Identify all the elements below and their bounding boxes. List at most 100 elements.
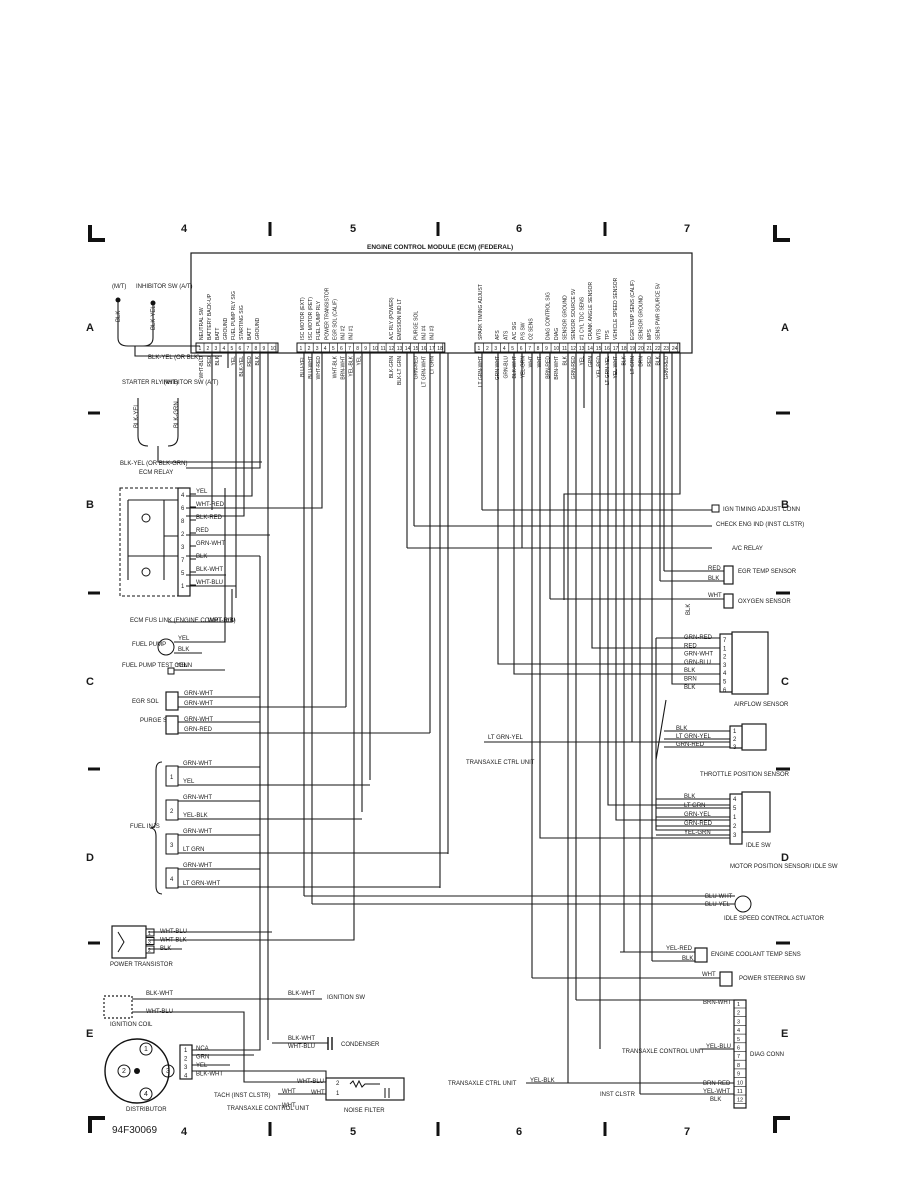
purge-w2: GRN-RED [184,727,213,733]
diag-pin: 5 [737,1037,740,1043]
condenser-icon [327,1037,333,1050]
injector-wire-2: LT GRN-WHT [183,881,220,887]
ecm-pin: 17 [429,346,435,352]
ecm-pin: 17 [613,346,619,352]
mps-pin: 5 [733,806,737,812]
pt-pin: 1 [148,931,151,937]
ecm-wire-label: BLK-WHT [512,356,518,379]
ecm-pin: 5 [511,346,514,352]
ecm-pin: 14 [587,346,593,352]
ecm-pin: 13 [397,346,403,352]
ecm-wire-label: YEL [357,356,363,366]
ecm-pin: 7 [247,346,250,352]
purge-w1: GRN-WHT [184,717,213,723]
isc-w1: BLU-WHT [705,894,733,900]
figure-id: 94F30069 [112,1125,157,1136]
grid-col-6: 6 [516,223,522,235]
ect-w2: BLK [682,956,693,962]
ecm-pin: 4 [223,346,226,352]
ect-label: ENGINE COOLANT TEMP SENS [711,952,801,958]
dist-num: 2 [122,1068,126,1075]
ecm-pin-label: A/C RLY (POWER) [389,297,395,340]
grid-col-4: 4 [181,223,188,235]
ecm-pin: 19 [630,346,636,352]
mps-label: MOTOR POSITION SENSOR/ IDLE SW [730,864,838,870]
fuel-injs-label: FUEL INJS [130,824,160,830]
ecm-pin: 9 [263,346,266,352]
grid-col-7-bottom: 7 [684,1126,690,1138]
ecm-pin-label: #1 CYL TDC SENS [579,296,585,340]
ecm-pin: 5 [231,346,234,352]
diag-w2: BRN-RED [703,1081,731,1087]
grid-row-e-left: E [86,1028,93,1040]
fus-link-label: ECM FUS LINK (ENGINE COMPT R/B) [130,618,236,624]
ecm-pin-label: ISC MOTOR (EXT) [300,297,306,340]
dist-pin: 1 [184,1048,188,1054]
corner-marks [88,225,790,1133]
pt-label: POWER TRANSISTOR [110,962,173,968]
tps-label: THROTTLE POSITION SENSOR [700,772,790,778]
fp-test-conn-icon [167,667,175,675]
ect-w1: YEL-RED [666,946,693,952]
ecm-pin: 14 [405,346,411,352]
ecm-wire-label: BRN-WHT [341,356,347,380]
ecm-pin: 8 [255,346,258,352]
ecm-wire-label: BLU-YEL [300,356,306,377]
ecm-pin-label: STARTING SIG [239,305,245,340]
isc-actuator-icon [734,895,752,913]
coil-w1: BLK-WHT [146,991,173,997]
relay-wire-label: WHT-BLU [196,580,223,586]
diag-tcu2-wire: YEL-BLK [530,1078,555,1084]
o2-w1: WHT [708,593,722,599]
ecm-pin: 15 [413,346,419,352]
injector-wire-1: GRN-WHT [183,829,212,835]
ecm-pin-label: SENS PWR SOURCE 5V [655,282,661,340]
ecm-pin: 20 [638,346,644,352]
ecm-pin: 8 [356,346,359,352]
relay-pin: 2 [181,532,185,538]
noise-w2: WHT [311,1090,325,1096]
ecm-pin: 5 [332,346,335,352]
ecm-wire-label: BLK [622,355,628,365]
ecm-pin-label: WTS [596,328,602,340]
diag-pin: 10 [737,1080,743,1086]
ecm-pin-label: GROUND [223,317,229,340]
mps-box [741,791,771,833]
ecm-wire-label: WHT-BLU [199,356,205,379]
ign-timing-label: IGN TIMING ADJUST CONN [723,507,800,513]
relay-wire-label: BLK [196,554,207,560]
ecm-pin: 2 [308,346,311,352]
egr-w1: GRN-WHT [184,691,213,697]
fp-test-wire: YEL [176,663,188,669]
ecm-pin-label: NEUTRAL SW [199,307,205,340]
grid-row-a-right: A [781,322,789,334]
ecm-wire-label: BLK-YEL [239,356,245,377]
ecm-connector-2 [296,342,446,353]
grid-col-4-bottom: 4 [181,1126,188,1138]
relay-wire-label: BLK-WHT [196,567,223,573]
diag-label: DIAG CONN [750,1052,784,1058]
mps-wire-label: YEL-GRN [684,830,711,836]
ecm-pin-label: EMISSION IND LT [397,299,403,340]
diag-pin: 4 [737,1028,740,1034]
ecm-pin: 6 [340,346,343,352]
isc-label: IDLE SPEED CONTROL ACTUATOR [724,916,825,922]
ecm-wire-label: YEL-GRN [520,356,526,379]
grid-col-6-bottom: 6 [516,1126,522,1138]
ecm-pin-label: P/S SW [520,322,526,340]
tps-pin: 2 [733,737,737,743]
ecm-pin-label: MPS [647,329,653,341]
ecm-relay: ECM RELAY 4YEL6WHT-RED8BLK-RED2RED3GRN-W… [119,470,225,597]
diag-w-top: BRN-WHT [703,1000,732,1006]
tps-wire-label: LT GRN-YEL [676,734,711,740]
distributor-icon [104,1038,170,1104]
ecm-pin: 3 [316,346,319,352]
grid-row-d-left: D [86,852,94,864]
relay-pin: 4 [181,493,185,499]
airflow-wire-label: GRN-WHT [684,652,713,658]
ecm-connector-3 [474,342,681,353]
diag-pin: 8 [737,1063,740,1069]
condenser-label: CONDENSER [341,1042,380,1048]
relay-pin: 1 [181,584,185,590]
